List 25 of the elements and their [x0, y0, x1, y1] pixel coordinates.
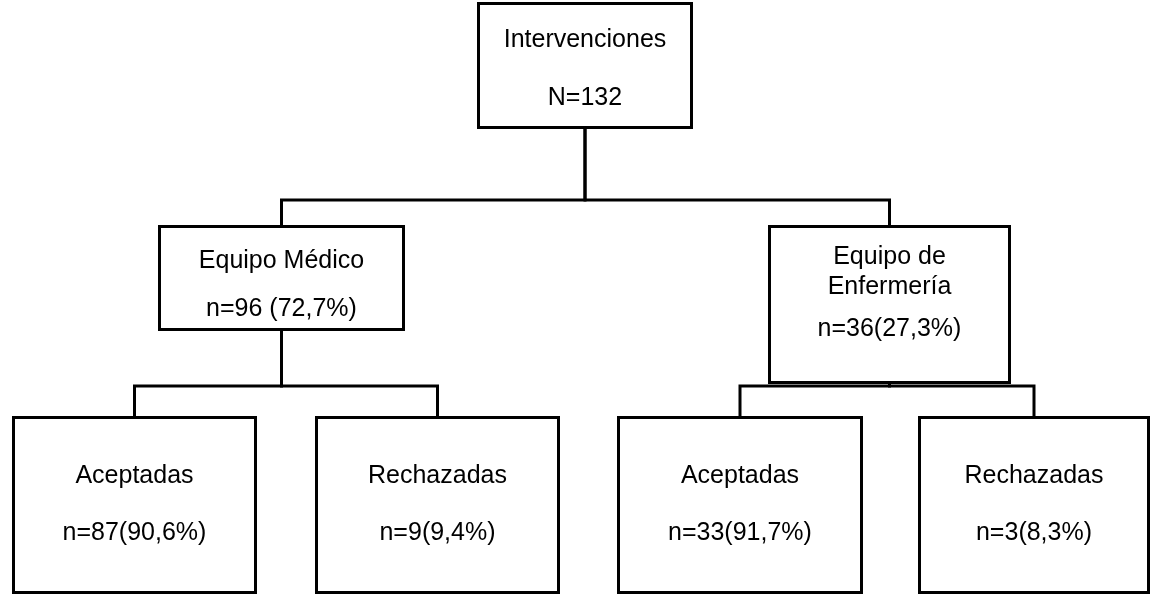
node-title: Equipo de Enfermería	[826, 240, 953, 300]
node-count: n=3(8,3%)	[975, 516, 1092, 546]
connector-line	[583, 129, 891, 225]
connector-line	[280, 331, 439, 416]
process-box	[617, 416, 863, 594]
node-count: N=132	[547, 81, 623, 111]
node-title: Equipo Médico	[198, 244, 365, 274]
node-title: Rechazadas	[964, 459, 1104, 489]
node-count: n=87(90,6%)	[62, 516, 207, 546]
node-count: n=96 (72,7%)	[206, 292, 357, 322]
process-box	[477, 2, 693, 129]
node-title: Rechazadas	[368, 459, 507, 489]
node-title: Intervenciones	[503, 23, 667, 53]
node-count: n=9(9,4%)	[379, 516, 496, 546]
process-box	[12, 416, 257, 594]
connector-line	[738, 383, 891, 416]
process-box	[768, 225, 1011, 384]
process-box	[918, 416, 1150, 594]
node-count: n=36(27,3%)	[817, 312, 962, 342]
connector-line	[888, 383, 1036, 416]
node-title: Aceptadas	[75, 459, 194, 489]
node-title: Aceptadas	[680, 459, 800, 489]
process-box	[315, 416, 560, 594]
node-count: n=33(91,7%)	[668, 516, 812, 546]
process-box	[158, 225, 405, 331]
